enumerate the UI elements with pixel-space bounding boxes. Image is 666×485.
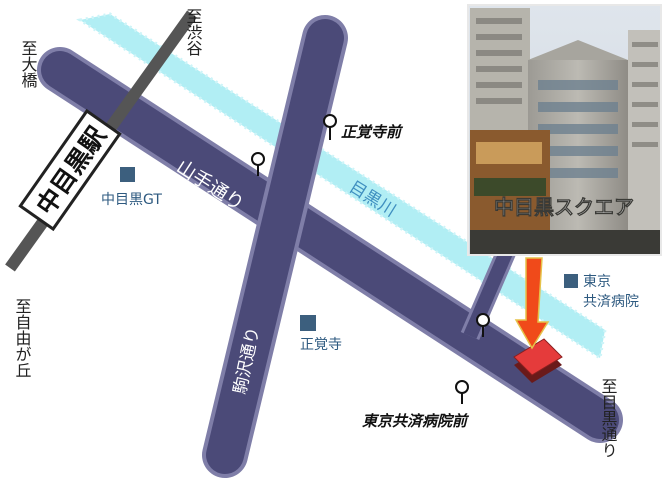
station-box-icon — [18, 108, 122, 232]
gt-label: 中目黒GT — [101, 192, 162, 208]
kyosai-hospital-label-line2: 共済病院 — [583, 294, 639, 310]
bus-stop-shokakuji-mae-label: 正覚寺前 — [341, 123, 404, 141]
bus-stop-icon — [455, 380, 469, 404]
komazawa-dori-road — [206, 19, 344, 474]
bus-stop-kyosai-byoin-mae-label: 東京共済病院前 — [362, 412, 470, 430]
bus-stop-icon — [476, 313, 490, 337]
direction-shibuya: 至渋谷 — [184, 8, 203, 56]
kyosai-hospital-marker-icon — [564, 274, 578, 288]
direction-jiyugaoka: 至自由が丘 — [13, 298, 32, 378]
kyosai-hospital-label-line1: 東京 — [583, 274, 611, 290]
photo-caption: 中目黒スクエア — [494, 195, 634, 219]
arrow-icon — [514, 257, 550, 350]
gt-marker-icon — [120, 167, 135, 182]
bus-stop-icon — [323, 114, 337, 140]
shokakuji-label: 正覚寺 — [300, 337, 342, 353]
meguro-river — [76, 12, 607, 361]
shokakuji-marker-icon — [300, 315, 316, 331]
direction-meguro-dori: 至目黒通り — [599, 378, 618, 458]
direction-ohashi: 至大橋 — [19, 40, 38, 89]
nakameguro-station: 中目黒駅 — [18, 108, 122, 232]
bus-stop-icon — [251, 152, 265, 176]
direction-labels: 至渋谷 至大橋 至自由が丘 至目黒通り — [13, 8, 618, 458]
yamate-dori-road — [41, 51, 619, 439]
building-photo — [467, 4, 662, 256]
roads — [37, 15, 623, 478]
